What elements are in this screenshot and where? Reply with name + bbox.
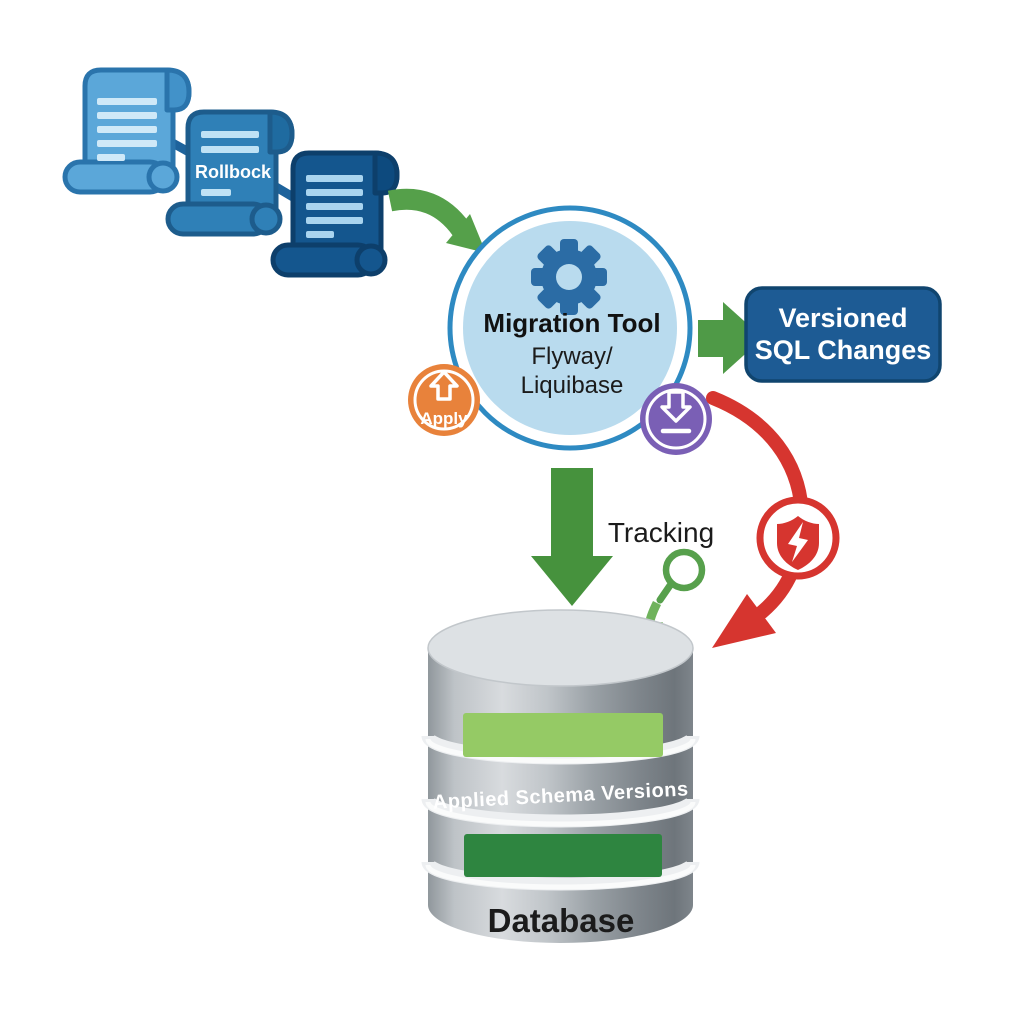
scroll-text-lines [201,131,259,196]
rollback-label: Rollbock [195,162,272,182]
cylinder-top [427,609,694,687]
database-label: Database [488,902,635,939]
text-line [306,189,363,196]
arrow-shaft [387,188,470,236]
apply-label: Apply [420,409,468,428]
scroll-top-curl [164,67,192,113]
magnifier-lens [662,548,706,592]
migration-tool-node: Migration Tool Flyway/ Liquibase [447,205,693,451]
arrow-head [531,556,613,606]
tool-to-db-arrow [531,468,613,606]
scroll-roll-end [249,202,283,236]
text-line [306,203,363,210]
scroll-text-lines [306,175,363,238]
schema-version-bar-light [463,713,663,757]
cylinder-ridge-highlight [425,738,696,764]
gear-hole [556,264,582,290]
text-line [97,140,157,147]
text-line [97,112,157,119]
tool-circle [463,221,677,435]
scroll-text-lines [97,98,157,161]
text-line [306,231,334,238]
migration-tool-title: Migration Tool [483,308,660,338]
cylinder-ridge-highlight [425,864,696,890]
text-line [201,146,259,153]
cylinder-ridge [421,860,700,891]
cylinder-ridges [421,734,700,891]
rollback-script-icon: Rollbock [165,109,295,237]
database-cylinder: Applied Schema Versions Database [421,609,700,943]
tool-to-sql-arrow [698,302,763,374]
apply-badge: Apply [408,364,480,436]
failure-badge [756,496,840,580]
arrow-head [712,594,776,648]
sql-box-rect [744,286,942,383]
versioned-sql-box: Versioned SQL Changes [744,286,942,383]
magnifier-handle [656,580,675,604]
text-line [306,175,363,182]
text-line [201,131,259,138]
text-line [97,98,157,105]
download-badge [640,383,712,455]
scripts-to-tool-arrow [387,188,486,253]
scroll-roll-end [354,243,388,277]
migration-tool-subtitle-2: Liquibase [521,372,624,399]
sql-script-icon-3 [270,150,400,278]
sql-box-line1: Versioned [778,303,907,333]
arrow-shaft [551,468,593,560]
magnifier-icon [656,548,706,604]
text-line [97,126,157,133]
download-badge-ring [645,388,707,450]
arrow-up-icon [429,370,459,401]
text-line [306,217,363,224]
schema-version-bar-dark [464,834,662,877]
arrow-down-icon [660,390,692,423]
arrow-shaft [698,320,724,357]
cylinder-ridge [421,734,700,765]
lightning-bolt [788,522,808,562]
migration-tool-subtitle-1: Flyway/ [531,343,613,370]
scroll-roll-end [146,160,180,194]
sql-script-icon-1 [62,67,192,195]
gear-icon [531,239,607,315]
tracking-label: Tracking [608,517,714,548]
scroll-top-curl [372,150,400,196]
sql-box-line2: SQL Changes [755,335,932,365]
arrow-head [723,302,763,374]
shield-lightning-icon [777,516,819,570]
scroll-top-curl [267,109,295,155]
text-line [97,154,125,161]
arrow-head [446,214,486,253]
cylinder-ridge [421,797,700,828]
cylinder-ridge-highlight [425,801,696,827]
text-line [201,189,231,196]
